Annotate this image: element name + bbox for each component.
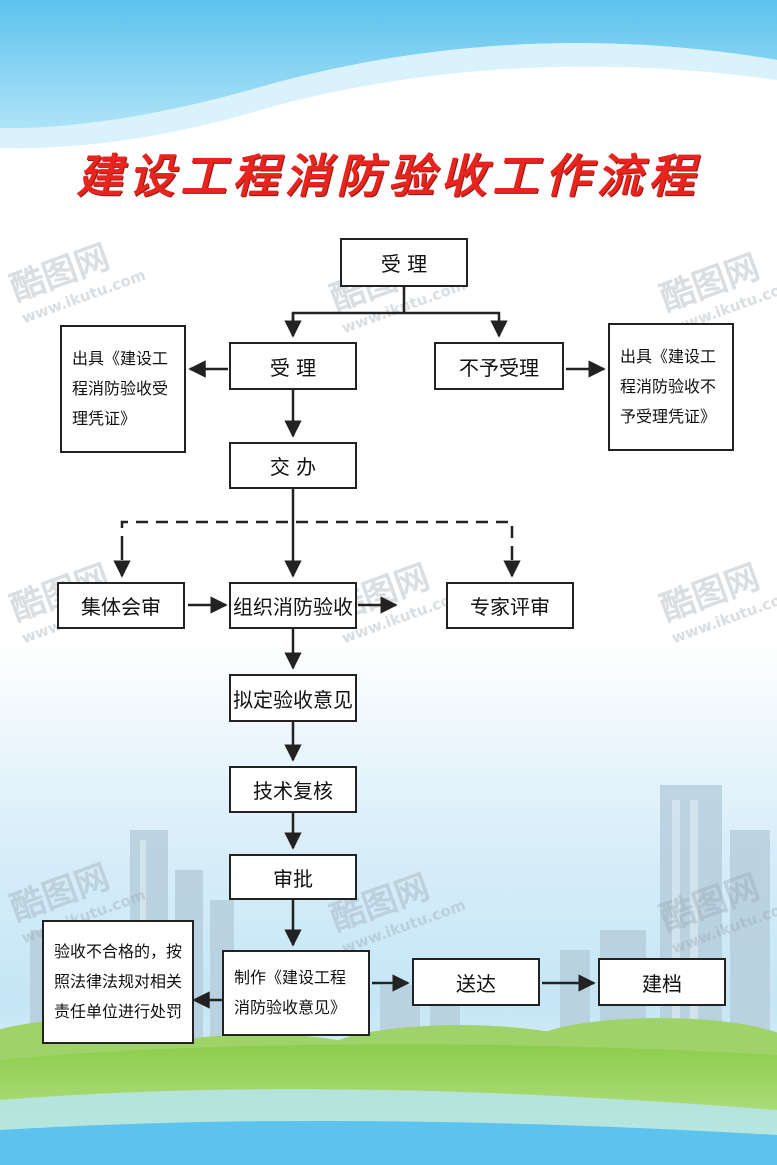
node-deliver: 送达 xyxy=(412,958,540,1006)
node-accept-receipt: 出具《建设工程消防验收受理凭证》 xyxy=(60,325,186,453)
node-accept: 受 理 xyxy=(229,342,357,390)
node-reject-receipt: 出具《建设工程消防验收不予受理凭证》 xyxy=(608,323,734,451)
node-technical-review: 技术复核 xyxy=(229,766,357,813)
node-draft-opinion: 拟定验收意见 xyxy=(229,674,357,722)
node-penalty: 验收不合格的，按照法律法规对相关责任单位进行处罚 xyxy=(42,920,194,1044)
node-produce-opinion: 制作《建设工程消防验收意见》 xyxy=(222,950,370,1036)
node-collective-review: 集体会审 xyxy=(57,582,185,629)
node-archive: 建档 xyxy=(598,958,726,1006)
node-accept-top: 受 理 xyxy=(340,238,468,287)
dashed-branch xyxy=(120,520,514,548)
node-reject: 不予受理 xyxy=(434,342,564,390)
node-organize-inspection: 组织消防验收 xyxy=(229,582,357,629)
node-expert-review: 专家评审 xyxy=(446,582,574,629)
page-title: 建设工程消防验收工作流程 xyxy=(76,149,701,203)
node-approval: 审批 xyxy=(229,854,357,900)
connector-accept-split xyxy=(291,287,499,336)
node-assign: 交 办 xyxy=(229,442,357,489)
